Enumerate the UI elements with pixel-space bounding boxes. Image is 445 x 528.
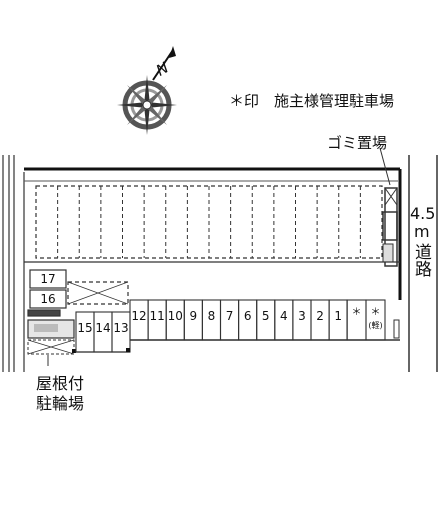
stall-＊ [346,299,367,341]
corner-marker [126,348,130,352]
stall-label: 9 [189,309,198,323]
owner-stall-note: (軽) [368,321,383,330]
stall-label: 1 [334,309,342,323]
stall-label: ＊ [351,307,362,318]
top-fence [24,167,402,300]
stall-label: 8 [207,309,216,323]
compass-icon [117,75,177,135]
stall-label: 14 [95,321,111,335]
stall-label: 15 [77,321,93,335]
lot-lines [24,261,400,353]
garbage-leader-line [379,147,391,186]
left-stalls [27,269,129,317]
roofed-bike-label-2: 駐輪場 [36,394,85,413]
bike-shelter [27,319,76,366]
covered-parking-block [35,185,383,259]
stall-＊ [365,299,386,341]
stall-label: 2 [316,309,324,323]
stall-label: 5 [261,309,270,323]
stall-label: 12 [131,309,147,323]
road-lines [408,155,438,372]
stall-label-17: 17 [40,272,56,286]
stall-label: 4 [280,309,288,323]
stall-label: ＊ [370,307,381,318]
left-boundary [2,155,25,372]
garbage-station [382,187,398,267]
road-word-label: 道路 [411,243,433,277]
stall-label: 6 [243,309,252,323]
north-arrow-icon [152,46,176,81]
stall-label-16: 16 [40,292,56,306]
road-width-label: 4.5 [410,204,436,223]
bottom-stalls [75,299,400,353]
road-unit-label: m [414,222,430,241]
gate-post [393,319,400,339]
stall-label: 11 [149,309,165,323]
legend-text: ＊印 施主様管理駐車場 [229,92,395,110]
road-word-text: 道路 [411,243,431,277]
roofed-bike-label-1: 屋根付 [36,374,85,393]
stall-label: 7 [225,309,234,323]
stall-label: 10 [167,309,183,323]
stall-label: 3 [298,309,306,323]
stall-label: 13 [113,321,129,335]
garbage-label: ゴミ置場 [327,134,388,152]
